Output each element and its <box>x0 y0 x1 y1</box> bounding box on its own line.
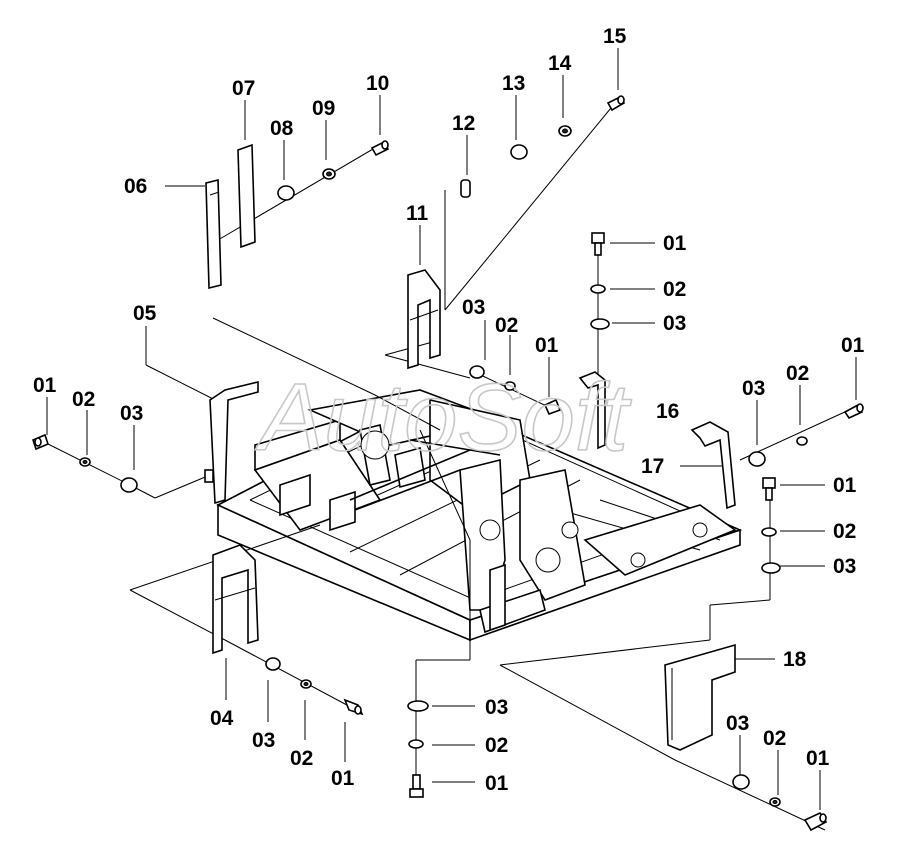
callout-01-mid: 01 <box>535 334 559 357</box>
callout-01-llow: 01 <box>331 767 355 790</box>
callout-15: 15 <box>603 25 627 48</box>
callout-16: 16 <box>656 400 679 423</box>
callout-01-rlow: 01 <box>833 474 857 497</box>
callout-01-right: 01 <box>841 334 865 357</box>
callout-03-bottom: 03 <box>485 696 508 719</box>
callout-02-bottom: 02 <box>485 734 508 757</box>
pillar-bracket-group <box>407 95 626 370</box>
callout-09: 09 <box>312 97 335 120</box>
callout-02-mid: 02 <box>495 314 518 337</box>
callout-03-cover: 03 <box>726 712 749 735</box>
callout-11: 11 <box>406 202 429 225</box>
bolt-stack-right <box>761 477 781 574</box>
callout-08: 08 <box>270 117 294 140</box>
callout-03-llow: 03 <box>252 729 275 752</box>
callout-13: 13 <box>502 72 525 95</box>
callout-03-mid: 03 <box>462 296 485 319</box>
callout-05: 05 <box>133 302 157 325</box>
callout-01-bottom: 01 <box>485 772 509 795</box>
callout-03-right: 03 <box>742 377 765 400</box>
left-bracket-group <box>32 380 259 505</box>
callout-03-rlow: 03 <box>833 555 856 578</box>
callout-02-rlow: 02 <box>833 520 856 543</box>
callout-01-top: 01 <box>663 232 687 255</box>
callout-06: 06 <box>124 175 147 198</box>
callout-02-llow: 02 <box>290 747 313 770</box>
callout-01-left: 01 <box>33 374 57 397</box>
callout-02-left: 02 <box>72 388 95 411</box>
callout-18: 18 <box>783 648 807 671</box>
callout-02-cover: 02 <box>763 727 786 750</box>
callout-04: 04 <box>210 707 234 730</box>
callout-02-right: 02 <box>786 362 809 385</box>
callout-02-top: 02 <box>663 278 686 301</box>
callout-03-left: 03 <box>120 402 143 425</box>
bolt-stack-top <box>590 232 610 330</box>
side-plate-group <box>205 140 390 290</box>
cover-panel <box>664 643 828 832</box>
watermark: AutoSoft <box>255 364 632 471</box>
callout-17: 17 <box>641 455 664 478</box>
lower-bracket-group <box>212 544 364 716</box>
callout-labels: 06 07 08 09 10 11 12 13 14 15 01 02 03 0… <box>33 25 865 795</box>
bolt-stack-bottom <box>407 700 429 798</box>
callout-07: 07 <box>232 77 255 100</box>
main-frame <box>216 389 743 642</box>
callout-14: 14 <box>548 52 572 75</box>
callout-03-top: 03 <box>663 312 686 335</box>
right-bracket-group <box>469 365 864 510</box>
callout-12: 12 <box>452 112 475 135</box>
callout-01-cover: 01 <box>806 747 830 770</box>
callout-10: 10 <box>366 72 389 95</box>
